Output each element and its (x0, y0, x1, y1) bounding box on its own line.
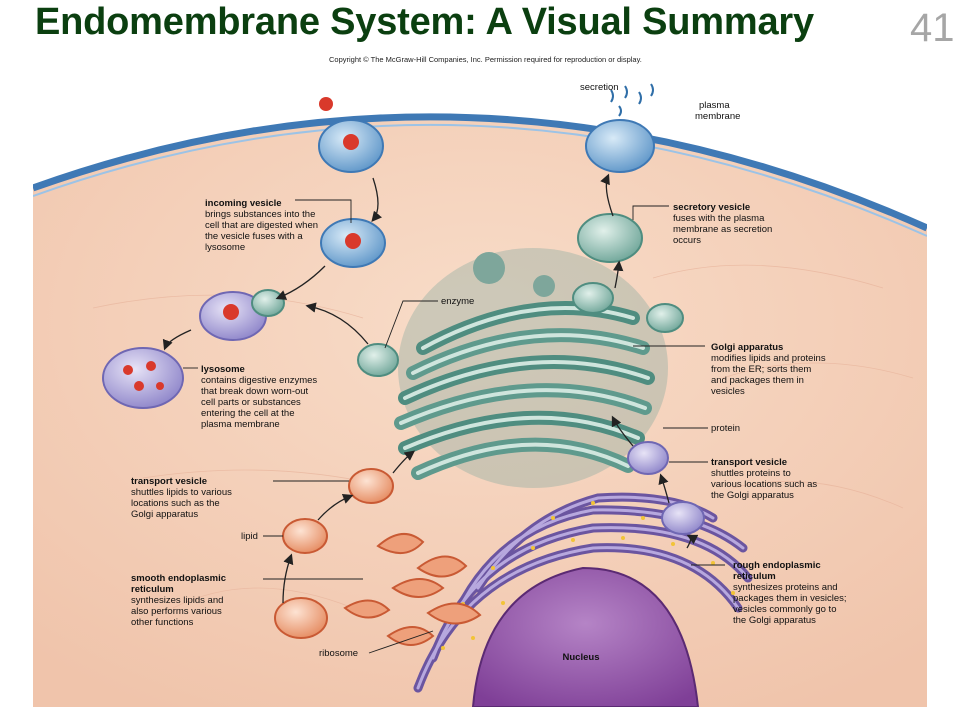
smooth-er-title-line: smooth endoplasmic (131, 573, 226, 584)
transport-vesicle-left-desc-line: shuttles lipids to various (131, 487, 232, 498)
lipid-vesicle (282, 518, 328, 554)
golgi-title: Golgi apparatus (711, 342, 783, 353)
digested-particle (134, 381, 144, 391)
smooth-er (343, 533, 482, 646)
incoming-vesicle-desc-line: lysosome (205, 242, 245, 253)
plasma-membrane-inner (32, 123, 928, 237)
digested-particle (146, 361, 156, 371)
transport-vesicle-right-title: transport vesicle (711, 457, 787, 468)
nucleus: Nucleus (471, 566, 700, 708)
lipid-label: lipid (241, 531, 258, 542)
bud-sphere (473, 252, 505, 284)
rough-er-desc-line: synthesizes proteins and (733, 582, 838, 593)
rough-er-label: rough endoplasmic reticulum synthesizes … (733, 555, 851, 626)
lysosome-label: lysosome contains digestive enzymes that… (201, 359, 322, 430)
secretion-icon (610, 83, 654, 117)
enzyme-label: enzyme (441, 296, 474, 307)
golgi-desc-line: modifies lipids and proteins (711, 353, 826, 364)
transport-vesicle-left-label: transport vesicle shuttles lipids to var… (131, 471, 236, 520)
transport-vesicle-left-title: transport vesicle (131, 476, 207, 487)
particle-icon (223, 304, 239, 320)
golgi-apparatus (394, 248, 668, 488)
plasma-membrane-label-line: plasma (699, 100, 730, 111)
smooth-er-title-line: reticulum (131, 584, 174, 595)
exocytosis-pocket (585, 119, 655, 173)
nucleus-label: Nucleus (563, 652, 600, 663)
particle-icon (345, 233, 361, 249)
bud-sphere (533, 275, 555, 297)
secretory-vesicle-label: secretory vesicle fuses with the plasma … (673, 197, 777, 246)
rough-er-title-line: reticulum (733, 571, 776, 582)
lysosome (102, 347, 184, 409)
secretory-vesicle-desc-line: fuses with the plasma (673, 213, 765, 224)
incoming-vesicle-desc-line: brings substances into the (205, 209, 315, 220)
endomembrane-figure: Nucleus (31, 48, 929, 708)
golgi-desc-line: vesicles (711, 386, 745, 397)
transport-vesicle-left-desc-line: locations such as the (131, 498, 220, 509)
secretion-label: secretion (580, 82, 619, 93)
transport-vesicle-right-label: transport vesicle shuttles proteins to v… (711, 452, 822, 501)
transport-vesicle-left-desc-line: Golgi apparatus (131, 509, 198, 520)
rough-er-desc-line: the Golgi apparatus (733, 615, 816, 626)
nucleus-body (471, 566, 700, 708)
golgi-vesicle (572, 282, 614, 314)
smooth-er-desc-line: other functions (131, 617, 194, 628)
incoming-vesicle-desc-line: cell that are digested when (205, 220, 318, 231)
transport-vesicle-right-desc-line: shuttles proteins to (711, 468, 791, 479)
rough-er-desc-line: vesicles commonly go to (733, 604, 836, 615)
secretory-vesicle (577, 213, 643, 263)
plasma-membrane-label: plasma membrane (695, 100, 740, 122)
cytoplasm (33, 116, 927, 707)
incoming-vesicle-title: incoming vesicle (205, 198, 282, 209)
lysosome-desc-line: cell parts or substances (201, 397, 301, 408)
golgi-label: Golgi apparatus modifies lipids and prot… (711, 337, 830, 397)
golgi-desc-line: and packages them in (711, 375, 804, 386)
figure-svg: Nucleus (31, 55, 929, 708)
transport-vesicle-lipid (348, 468, 394, 504)
copyright-notice: Copyright © The McGraw-Hill Companies, I… (329, 55, 642, 64)
transport-vesicle-right-desc-line: various locations such as (711, 479, 817, 490)
lysosome-desc-line: entering the cell at the (201, 408, 294, 419)
secretory-vesicle-title: secretory vesicle (673, 202, 750, 213)
golgi-desc-line: from the ER; sorts them (711, 364, 811, 375)
slide-number: 41 (910, 6, 955, 50)
smooth-er-label: smooth endoplasmic reticulum synthesizes… (131, 568, 230, 628)
secretory-vesicle-desc-line: membrane as secretion (673, 224, 772, 235)
transport-vesicle-protein (661, 501, 705, 535)
transport-vesicle-right-desc-line: the Golgi apparatus (711, 490, 794, 501)
smooth-er-desc-line: also performs various (131, 606, 222, 617)
rough-er-title-line: rough endoplasmic (733, 560, 821, 571)
incoming-vesicle-desc-line: the vesicle fuses with a (205, 231, 303, 242)
ribosome-label: ribosome (319, 648, 358, 659)
plasma-membrane (31, 113, 929, 232)
lysosome-title: lysosome (201, 364, 245, 375)
enzyme-vesicle (357, 343, 399, 377)
lysosome-desc-line: contains digestive enzymes (201, 375, 317, 386)
plasma-membrane-label-line: membrane (695, 111, 740, 122)
particle-icon (319, 97, 333, 111)
vesicles (102, 83, 705, 639)
transport-vesicle-protein (627, 441, 669, 475)
incoming-vesicle-label: incoming vesicle brings substances into … (205, 193, 322, 253)
digested-particle (156, 382, 164, 390)
secretory-vesicle-desc-line: occurs (673, 235, 701, 246)
cell (31, 113, 929, 707)
leader-lines (183, 199, 725, 654)
rough-er-desc-line: packages them in vesicles; (733, 593, 847, 604)
smooth-er-desc-line: synthesizes lipids and (131, 595, 223, 606)
lysosome-desc-line: plasma membrane (201, 419, 280, 430)
particle-icon (343, 134, 359, 150)
slide-title: Endomembrane System: A Visual Summary (35, 1, 814, 43)
enzyme-vesicle-small (251, 289, 285, 317)
digested-particle (123, 365, 133, 375)
protein-label: protein (711, 423, 740, 434)
lysosome-desc-line: that break down worn-out (201, 386, 309, 397)
smooth-er-vesicle (274, 597, 328, 639)
golgi-vesicle (646, 303, 684, 333)
flow-arrows (162, 173, 699, 604)
